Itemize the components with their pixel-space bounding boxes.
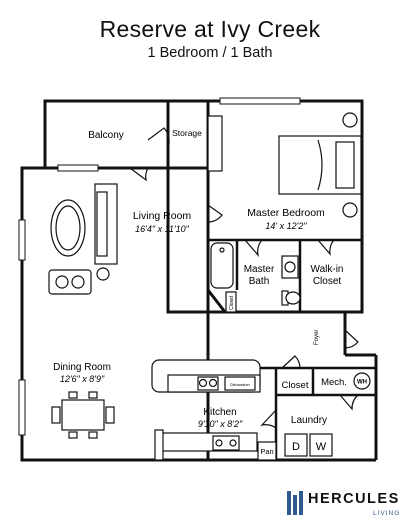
label-dining-room: Dining Room xyxy=(53,362,111,373)
label-kitchen-size: 9'10" x 8'2" xyxy=(198,419,243,429)
doors xyxy=(129,127,359,429)
bedroom-furniture xyxy=(207,112,362,218)
laundry-appliances xyxy=(284,372,371,457)
label-master-bedroom: Master Bedroom xyxy=(247,207,325,219)
kitchen-fixtures xyxy=(151,359,277,461)
label-water-heater: WH xyxy=(357,380,367,386)
brand-sub: LIVING xyxy=(373,510,401,517)
hercules-logo-icon xyxy=(287,491,303,515)
label-dryer: D xyxy=(292,441,300,453)
label-balcony: Balcony xyxy=(88,130,124,141)
label-living-room-size: 16'4" x 11'10" xyxy=(135,224,190,234)
label-walkin-closet-1: Walk-in xyxy=(311,264,344,275)
label-closet-small: Closet xyxy=(229,295,235,310)
windows xyxy=(18,97,301,436)
label-washer: W xyxy=(316,441,327,453)
label-master-bath-1: Master xyxy=(244,264,275,275)
brand-logo: HERCULES LIVING xyxy=(286,487,416,519)
label-walkin-closet-2: Closet xyxy=(313,276,342,287)
label-kitchen: Kitchen xyxy=(203,407,236,418)
plan-title: Reserve at Ivy Creek xyxy=(99,16,321,42)
label-laundry: Laundry xyxy=(291,415,327,426)
label-storage: Storage xyxy=(172,128,202,138)
brand-name: HERCULES xyxy=(308,491,400,507)
label-dishwasher: Dishwasher xyxy=(230,383,251,387)
label-mech: Mech. xyxy=(321,377,347,388)
label-master-bath-2: Bath xyxy=(249,276,270,287)
label-foyer: Foyer xyxy=(314,330,320,345)
label-living-room: Living Room xyxy=(133,210,192,222)
plan-subtitle: 1 Bedroom / 1 Bath xyxy=(147,45,273,61)
label-pantry: Pan xyxy=(260,447,273,456)
bath-fixtures xyxy=(210,242,301,313)
dining-furniture xyxy=(51,391,115,439)
label-dining-room-size: 12'6" x 8'9" xyxy=(60,374,105,384)
label-master-bedroom-size: 14' x 12'2" xyxy=(265,221,307,231)
living-room-furniture xyxy=(48,183,118,295)
label-closet: Closet xyxy=(282,380,309,391)
